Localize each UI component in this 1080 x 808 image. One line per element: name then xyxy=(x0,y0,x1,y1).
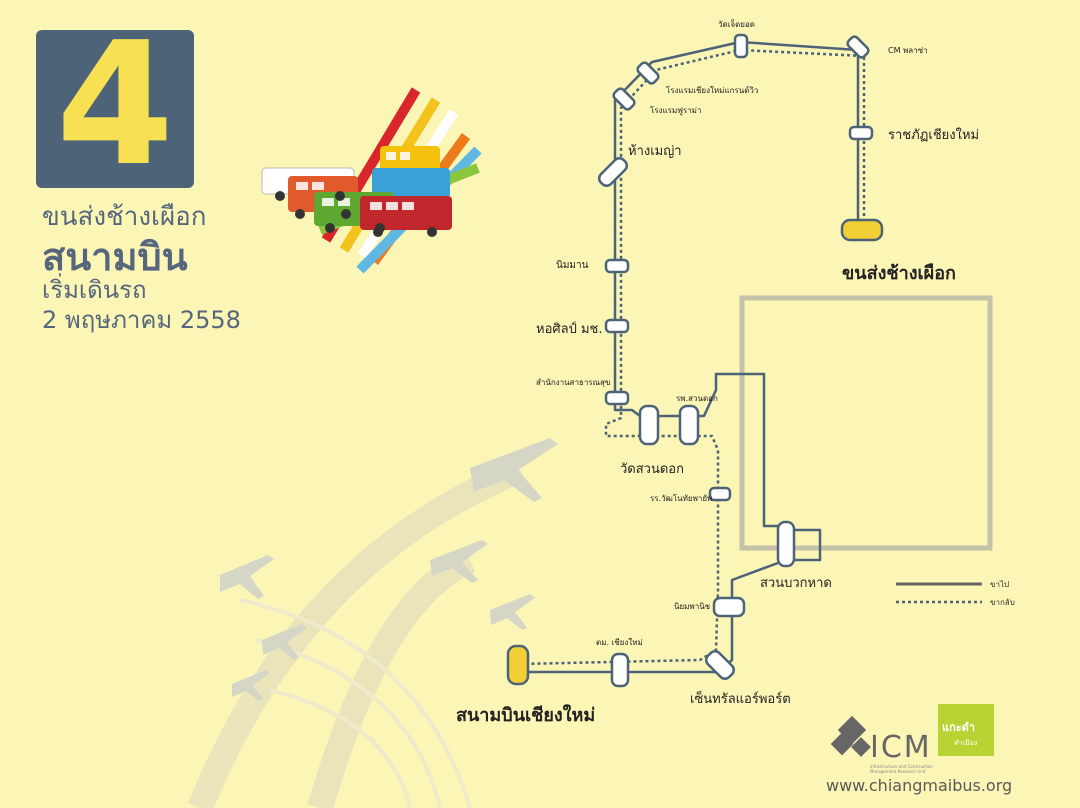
stop-label: CM พลาซ่า xyxy=(888,46,928,55)
stop-marker xyxy=(704,649,736,681)
route-destination: สนามบิน xyxy=(42,235,188,279)
stop-label: ราชภัฏเชียงใหม่ xyxy=(888,128,980,143)
partner-subtitle: ทำเมือง xyxy=(954,739,978,747)
stop-marker xyxy=(604,318,630,334)
icm-subtitle: Infrastructure and Construction Manageme… xyxy=(870,764,933,774)
stop-marker xyxy=(708,486,732,502)
service-start-date: 2 พฤษภาคม 2558 xyxy=(42,306,241,334)
stop-marker xyxy=(604,258,630,274)
stop-label: สำนักงานสาธารณสุข xyxy=(536,378,611,387)
stop-marker xyxy=(612,87,636,111)
stop-label: สวนบวกหาด xyxy=(760,576,832,591)
stop-label: โรงแรมฟูราม่า xyxy=(650,106,702,115)
terminal-marker xyxy=(506,644,530,686)
partner-name: แกะดำ xyxy=(942,721,975,734)
stop-marker xyxy=(776,520,796,568)
stop-label: วัดเจ็ดยอด xyxy=(718,20,755,29)
stop-marker xyxy=(636,61,660,85)
stop-marker xyxy=(733,33,749,59)
legend-outbound-label: ขาไป xyxy=(990,580,1010,589)
stop-label: หอศิลป์ มช. xyxy=(536,322,603,337)
stop-marker xyxy=(610,652,630,688)
stop-marker xyxy=(638,404,660,446)
terminal-label: ขนส่งช้างเผือก xyxy=(842,263,956,284)
legend-return-label: ขากลับ xyxy=(990,598,1015,607)
stop-label: รพ.สวนดอก xyxy=(676,394,718,403)
terminal-marker xyxy=(840,218,884,242)
route-origin: ขนส่งช้างเผือก xyxy=(42,202,207,232)
old-city-square xyxy=(739,295,993,551)
stop-label: เซ็นทรัลแอร์พอร์ต xyxy=(690,692,791,707)
stop-marker xyxy=(846,35,870,59)
stop-label: ห้างเมญ่า xyxy=(628,144,682,159)
route-number: 4 xyxy=(55,6,175,204)
stop-label: นิมมาน xyxy=(556,260,589,271)
stop-marker xyxy=(604,390,630,406)
stop-label: รร.วัฒโนทัยพายัพ xyxy=(650,494,713,503)
website-url[interactable]: www.chiangmaibus.org xyxy=(826,776,1013,795)
stop-marker xyxy=(848,125,874,141)
stop-label: นิยมพานิช xyxy=(674,602,711,611)
stop-marker xyxy=(597,156,629,188)
stop-marker xyxy=(678,404,700,446)
stop-label: วัดสวนดอก xyxy=(620,462,684,477)
icm-logo-text: ICM xyxy=(870,730,932,765)
stop-marker xyxy=(712,596,746,618)
stop-label: ตม. เชียงใหม่ xyxy=(596,638,643,647)
service-start-label: เริ่มเดินรถ xyxy=(42,276,147,304)
route-number-badge: 4 xyxy=(36,6,194,204)
stop-label: โรงแรมเชียงใหม่แกรนด์วิว xyxy=(666,86,759,95)
partner-logo: แกะดำ ทำเมือง xyxy=(938,704,994,756)
terminal-label: สนามบินเชียงใหม่ xyxy=(456,705,596,726)
